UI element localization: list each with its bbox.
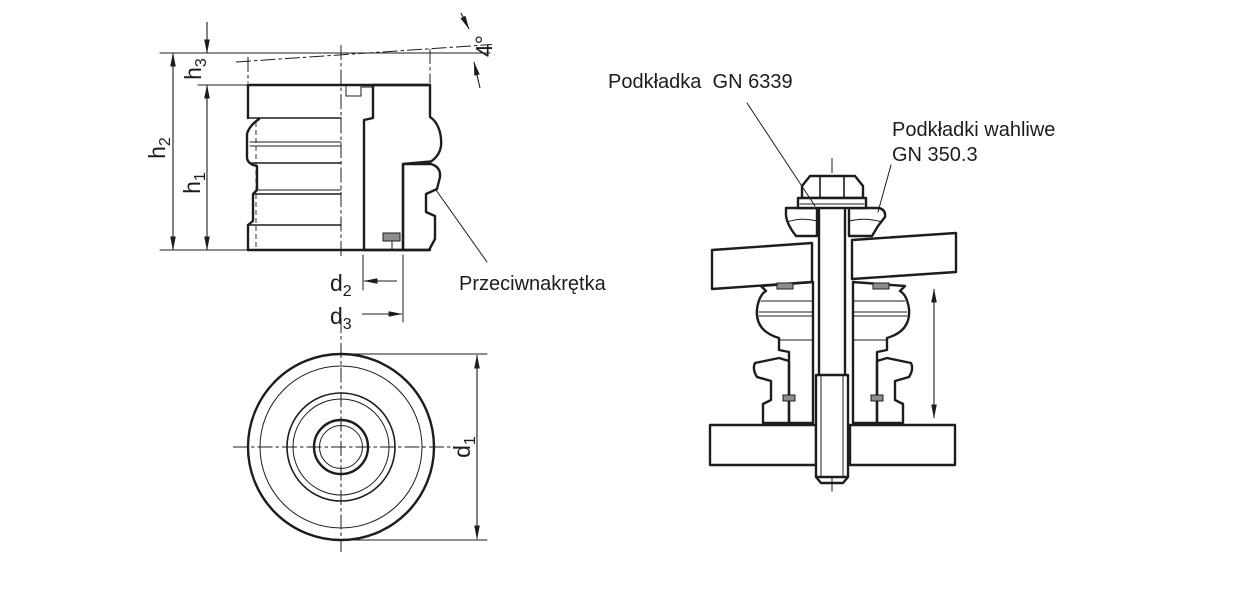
ring-circle-3 xyxy=(286,392,396,502)
h2-base: h xyxy=(144,146,170,159)
h1-base: h xyxy=(179,181,205,194)
h1-sub: 1 xyxy=(192,172,209,181)
bolt-tip-chamfer xyxy=(814,475,850,485)
thread-relief-lines xyxy=(345,84,393,251)
svg-text:h2: h2 xyxy=(144,137,174,159)
washer-label: Podkładka GN 6339 xyxy=(608,71,793,93)
seat-washer-interface-curves xyxy=(786,218,883,223)
counternut-label: Przeciwnakrętka xyxy=(459,273,607,295)
bolt-shank-fill xyxy=(818,208,846,375)
washer-leader-line xyxy=(746,102,816,207)
angle-label: 4° xyxy=(471,35,497,57)
groove-lines-upper xyxy=(249,141,342,147)
h2-sub: 2 xyxy=(157,137,174,146)
seat-washer-right xyxy=(847,206,887,238)
bolt-shank-edges xyxy=(817,206,847,377)
element-groove-lines xyxy=(758,300,908,341)
d1-sub: 1 xyxy=(462,436,479,445)
svg-text:d2: d2 xyxy=(330,270,352,300)
relief-detail-top-right xyxy=(872,282,890,290)
dimension-angle-4deg: 4° xyxy=(460,12,497,89)
swivel-washers-label-line1: Podkładki wahliwe xyxy=(892,119,1055,141)
relief-detail-top-left xyxy=(776,282,794,290)
bolt-thread-root-lines xyxy=(820,374,844,478)
outer-diameter-circle xyxy=(246,352,436,542)
top-plate-right xyxy=(850,231,958,281)
body-left-profile xyxy=(245,117,261,252)
dimension-h2: h2 xyxy=(144,52,176,251)
installation-view: Podkładka GN 6339 Podkładki wahliwe GN 3… xyxy=(608,71,1055,492)
ring-circle-4 xyxy=(292,398,390,496)
insert-detail-left xyxy=(782,394,796,402)
element-body-left xyxy=(755,280,815,425)
d2-sub: 2 xyxy=(343,283,352,300)
svg-text:d1: d1 xyxy=(449,436,479,458)
counternut-section xyxy=(401,162,442,252)
svg-text:d3: d3 xyxy=(330,303,352,333)
dimension-d1: d1 xyxy=(344,353,488,541)
insert-detail-right xyxy=(870,394,884,402)
counternut-leader-line xyxy=(435,189,488,263)
element-counternut-right xyxy=(875,356,914,425)
spherical-washer xyxy=(796,196,868,210)
thread-circle xyxy=(319,425,363,469)
svg-text:h1: h1 xyxy=(179,172,209,194)
svg-text:h3: h3 xyxy=(180,58,210,80)
edge-extension-centerlines xyxy=(247,49,431,83)
element-body-right xyxy=(851,280,911,425)
bottom-plate-right xyxy=(848,423,957,467)
dimension-d2: d2 xyxy=(330,254,397,300)
ring-circle-2 xyxy=(259,365,423,529)
locking-insert-detail xyxy=(382,232,401,242)
d3-sub: 3 xyxy=(343,316,352,333)
d2-base: d xyxy=(330,270,343,296)
swivel-washers-label-line2: GN 350.3 xyxy=(892,144,978,166)
hex-head-facet-lines xyxy=(819,175,845,199)
section-view: 4° h2 h1 h3 xyxy=(144,12,607,340)
dimension-h1: h1 xyxy=(179,84,210,251)
seat-washer-left xyxy=(784,206,819,238)
dimension-h3: h3 xyxy=(180,22,210,80)
d1-base: d xyxy=(449,445,475,458)
h3-sub: 3 xyxy=(193,58,210,67)
bottom-view: d1 xyxy=(233,343,488,552)
swivel-washers-leader-line xyxy=(877,164,892,213)
bolt-hex-head xyxy=(800,174,865,200)
bore-circle xyxy=(312,418,370,476)
h3-base: h xyxy=(180,67,206,80)
dimension-d3: d3 xyxy=(330,254,404,333)
element-counternut-left xyxy=(752,356,791,425)
d3-base: d xyxy=(330,303,343,329)
tilt-centerline xyxy=(235,44,493,63)
bottom-plate-left xyxy=(708,423,818,467)
